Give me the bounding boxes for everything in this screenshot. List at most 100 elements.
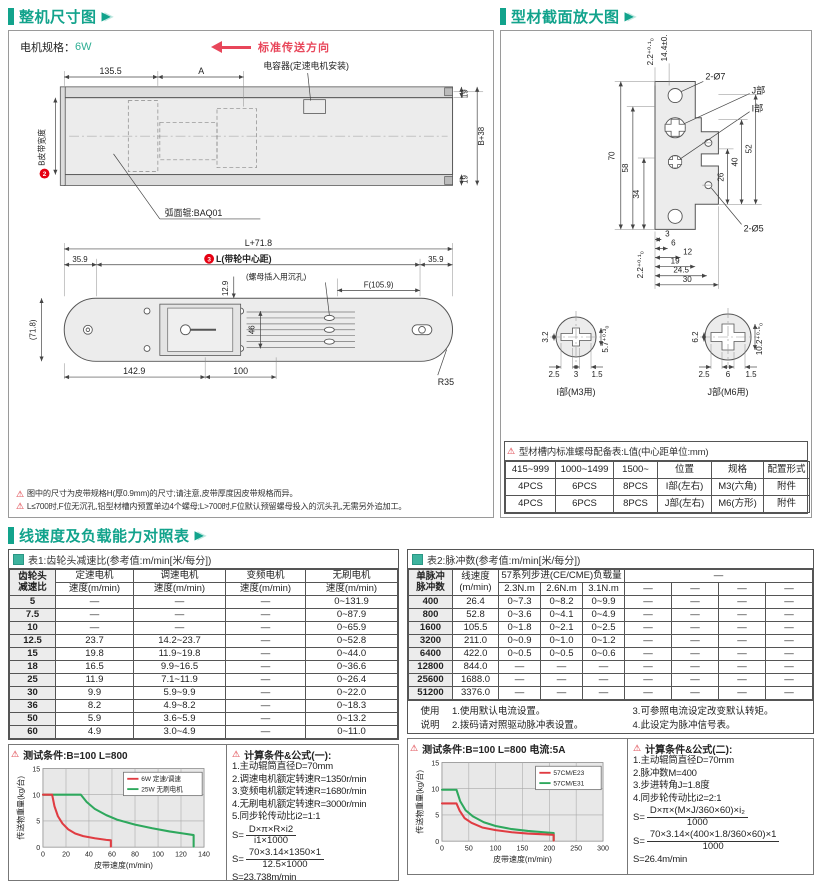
y-axis-label: 传送物重量(kg/台) <box>414 770 424 834</box>
header-cell: — <box>718 582 767 596</box>
warning-icon: ⚠ <box>633 742 642 753</box>
header-cell: 调速电机 <box>133 569 226 583</box>
table-row: 单脉冲脉冲数 线速度(m/min) 57系列步进(CE/CME)负载量 — <box>408 569 814 596</box>
cell: 6PCS <box>555 495 614 513</box>
header-cell: 速度(m/min) <box>55 582 134 596</box>
table-row: 415~999 1000~1499 1500~ 位置 规格 配置形式 <box>505 461 810 479</box>
cell: 5.9~9.9 <box>133 686 226 700</box>
cell: — <box>540 686 583 700</box>
cell: 0~4.9 <box>581 608 626 622</box>
cell: 3376.0 <box>452 686 499 700</box>
profile-outline <box>654 80 719 230</box>
header-cell: — <box>671 582 720 596</box>
cell: — <box>718 660 767 674</box>
dim-359-right: 35.9 <box>428 255 443 264</box>
xtick: 50 <box>465 846 473 853</box>
cell: 800 <box>408 608 453 622</box>
header-cell: 1000~1499 <box>555 461 614 479</box>
dim-19-bottom: 19 <box>460 175 469 184</box>
cell: — <box>133 608 226 622</box>
cell: — <box>225 686 306 700</box>
formula-line: 4.同步轮传动比i2=2:1 <box>633 792 722 804</box>
section-header-3: 线速度及负载能力对照表 ▶ <box>8 524 812 546</box>
xtick: 120 <box>175 852 187 859</box>
usage-note: 3.可参照电流设定改变默认转矩。 <box>632 706 774 717</box>
note-line: ⚠ L≤700时,F位无沉孔,铝型材槽内预置单边4个螺母;L>700时,F位默认… <box>16 501 488 513</box>
overall-dimension-panel: 整机尺寸图 ▶ 电机规格： 6W 标准传送方向 <box>8 5 494 518</box>
cell: — <box>55 621 134 635</box>
warning-icon: ⚠ <box>232 748 241 759</box>
cell: — <box>55 595 134 609</box>
formula-line: 5.同步轮传动比i2=1:1 <box>232 811 321 822</box>
ytick: 5 <box>36 819 40 826</box>
cell: 0~0.5 <box>540 647 583 661</box>
dimension-lines <box>39 243 453 380</box>
warning-icon: ⚠ <box>11 748 20 759</box>
cell: 12.5 <box>9 634 56 648</box>
xtick: 150 <box>517 846 529 853</box>
header-cell: — <box>624 569 814 583</box>
cell: 0~2.5 <box>581 621 626 635</box>
motor-spec-row: 电机规格： 6W 标准传送方向 <box>20 37 490 57</box>
xtick: 0 <box>440 846 444 853</box>
header-cell: 变频电机 <box>225 569 306 583</box>
dim-A: A <box>198 66 204 76</box>
circled-number-3 <box>204 253 215 264</box>
nut-table-block: ⚠ 型材槽内标准螺母配备表:L值(中心距单位:mm) 415~999 1000~… <box>504 441 810 514</box>
dimension-lines <box>614 63 762 289</box>
formula-line: 3.变频电机额定转速R=1680r/min <box>232 786 367 797</box>
nut-table: 415~999 1000~1499 1500~ 位置 规格 配置形式 4PCS … <box>505 461 810 513</box>
legend-box <box>535 765 602 791</box>
profile-section-box: 2.2⁺⁰·¹₀ 14.4±0.1 2-Ø7 J部 I部 70 58 34 26… <box>500 30 812 518</box>
warning-icon: ⚠ <box>410 742 419 753</box>
cell: 19.8 <box>55 647 134 661</box>
dim-129: 12.9 <box>221 281 230 296</box>
arrow-right-icon: ▶ <box>624 9 634 23</box>
cell: 14.2~23.7 <box>133 634 226 648</box>
cell: 0~18.3 <box>305 699 398 713</box>
ytick: 15 <box>431 760 439 767</box>
warning-icon: ⚠ <box>16 501 24 512</box>
dim-3: 3 <box>574 370 579 379</box>
usage-notes-block: 使用说明 1.使用默认电流设置。 2.拨码请对照驱动脉冲表设置。 3.可参照电流… <box>408 700 814 733</box>
xtick: 40 <box>85 852 93 859</box>
load-speed-chart-1: 6W 定速/调速 25W 无刷电机 15 10 5 0 0 20 40 60 8… <box>15 766 210 870</box>
dimension-lines <box>53 71 484 220</box>
cell: — <box>765 673 814 687</box>
cell: 211.0 <box>452 634 499 648</box>
nut-table-title-row: ⚠ 型材槽内标准螺母配备表:L值(中心距单位:mm) <box>505 442 807 461</box>
conveyor-base <box>63 297 454 362</box>
tol-22-top: 2.2⁺⁰·¹₀ <box>646 38 655 65</box>
cell: — <box>671 595 720 609</box>
dim-L-center: L(带轮中心距) <box>216 253 272 264</box>
usage-notes-left: 1.使用默认电流设置。 2.拨码请对照驱动脉冲表设置。 <box>452 701 633 733</box>
header-cell: 无刷电机 <box>305 569 398 583</box>
legend-label: 57CM/E23 <box>553 770 584 777</box>
table-row: 7.5———0~87.9 <box>9 608 398 622</box>
cell: 0~0.5 <box>498 647 541 661</box>
cell: 0~52.8 <box>305 634 398 648</box>
cell: — <box>671 673 720 687</box>
x-axis-label: 皮带速度(m/min) <box>94 860 153 870</box>
dim-359-left: 35.9 <box>72 255 87 264</box>
cell: — <box>671 686 720 700</box>
cell: — <box>225 673 306 687</box>
dim-32: 3.2 <box>541 331 550 343</box>
ytick: 10 <box>431 787 439 794</box>
dim-6: 6 <box>726 370 731 379</box>
circled-number-2 <box>39 168 50 179</box>
chart1-formula1-row: ⚠ 测试条件:B=100 L=800 <box>8 744 399 883</box>
cell: — <box>718 673 767 687</box>
cell: 附件 <box>763 478 810 496</box>
formula-line: 2.脉冲数M=400 <box>633 767 697 779</box>
cell: 0~1.0 <box>540 634 583 648</box>
dim-15: 1.5 <box>591 370 603 379</box>
header-cell: 定速电机 <box>55 569 134 583</box>
legend-box <box>123 771 203 797</box>
dim-70: 70 <box>608 151 617 160</box>
